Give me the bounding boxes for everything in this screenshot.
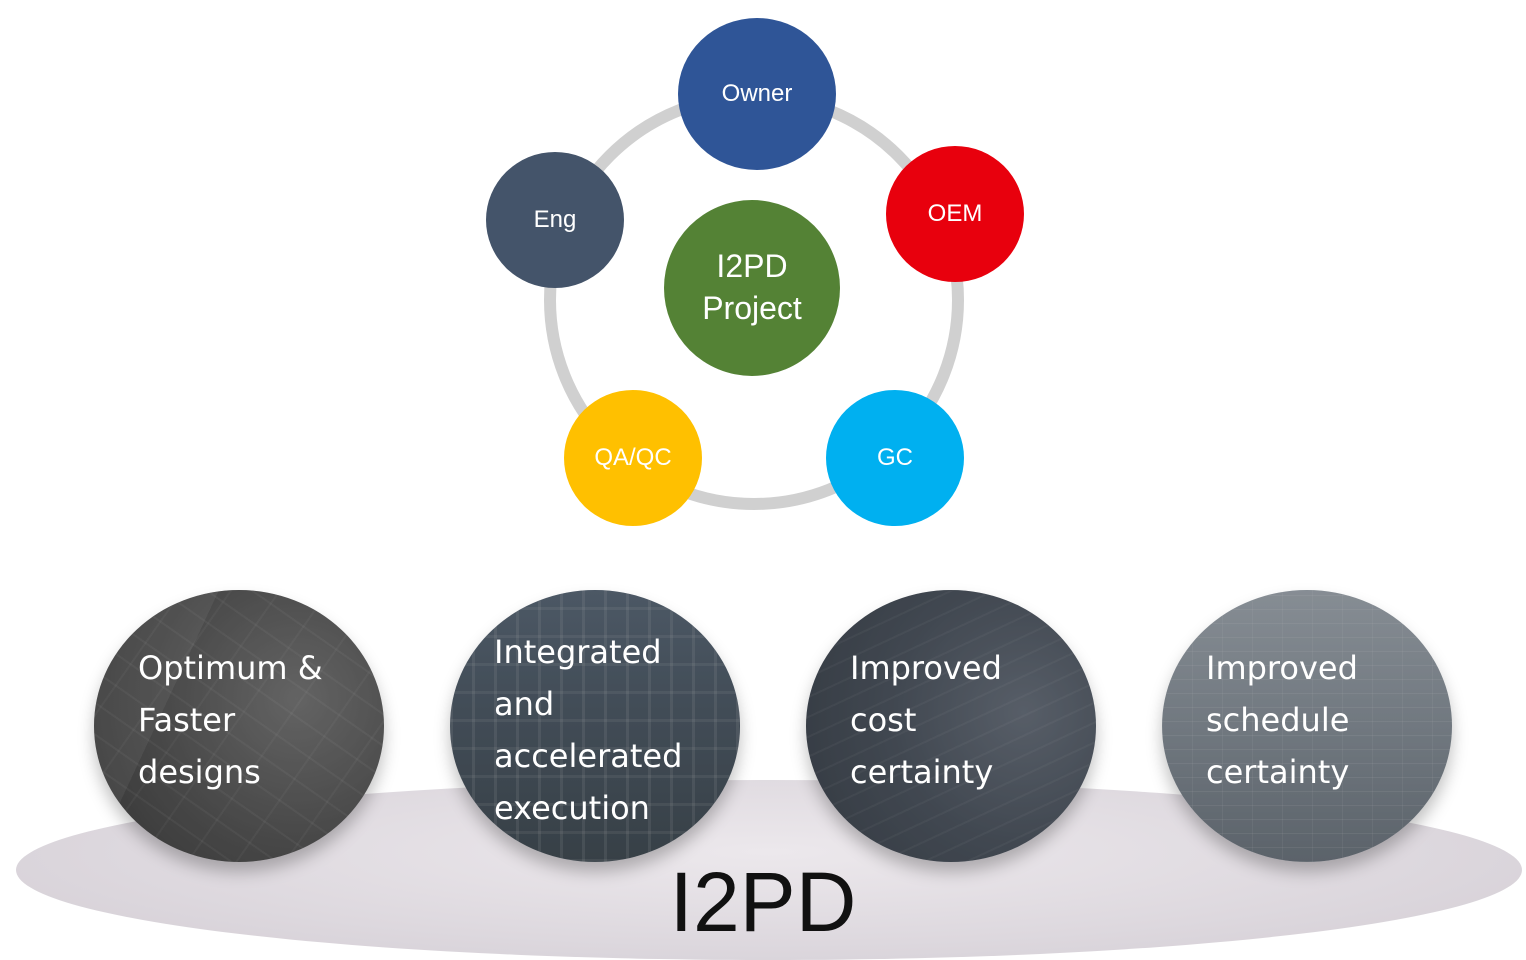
platform-title: I2PD bbox=[669, 855, 857, 949]
node-center-project: I2PD Project bbox=[664, 200, 840, 376]
benefit-label: Integrated and accelerated execution bbox=[494, 626, 724, 834]
benefit-optimum-faster-designs: Optimum & Faster designs bbox=[94, 590, 384, 862]
benefit-label: Improved schedule certainty bbox=[1206, 642, 1436, 798]
benefit-label-line: designs bbox=[138, 753, 261, 791]
schedule-chart-photo bbox=[1162, 590, 1452, 862]
benefit-label-line: accelerated bbox=[494, 737, 683, 775]
benefit-schedule-certainty: Improved schedule certainty bbox=[1162, 590, 1452, 862]
benefit-label-line: schedule bbox=[1206, 701, 1350, 739]
benefit-label-line: Faster bbox=[138, 701, 236, 739]
benefit-integrated-execution: Integrated and accelerated execution bbox=[450, 590, 740, 862]
construction-site-photo bbox=[450, 590, 740, 862]
blueprint-photo bbox=[94, 590, 384, 862]
benefit-cost-certainty: Improved cost certainty bbox=[806, 590, 1096, 862]
benefit-label-line: Integrated bbox=[494, 633, 662, 671]
benefit-label-line: certainty bbox=[1206, 753, 1350, 791]
benefit-label-line: Improved bbox=[850, 649, 1002, 687]
node-owner: Owner bbox=[678, 18, 836, 170]
benefit-label: Improved cost certainty bbox=[850, 642, 1080, 798]
benefit-label: Optimum & Faster designs bbox=[138, 642, 368, 798]
benefit-label-line: execution bbox=[494, 789, 650, 827]
center-label-line-1: I2PD bbox=[716, 248, 788, 285]
benefit-label-line: certainty bbox=[850, 753, 994, 791]
benefit-label-line: cost bbox=[850, 701, 917, 739]
benefit-label-line: Improved bbox=[1206, 649, 1358, 687]
node-oem: OEM bbox=[886, 146, 1024, 282]
calculator-photo bbox=[806, 590, 1096, 862]
center-label-line-2: Project bbox=[702, 290, 802, 326]
node-gc: GC bbox=[826, 390, 964, 526]
node-eng: Eng bbox=[486, 152, 624, 288]
benefit-label-line: and bbox=[494, 685, 555, 723]
node-qa-qc: QA/QC bbox=[564, 390, 702, 526]
benefit-label-line: Optimum & bbox=[138, 649, 323, 687]
